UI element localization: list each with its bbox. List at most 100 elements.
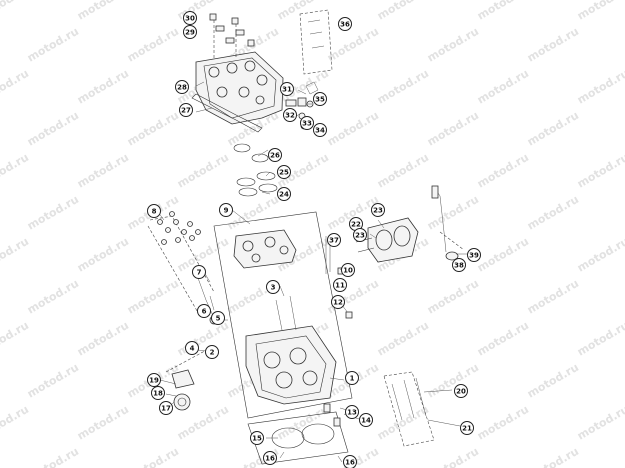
watermark-text: motod.ru: [225, 193, 281, 233]
watermark-text: motod.ru: [425, 361, 481, 401]
callout-number: 32: [285, 112, 295, 120]
callout-circle: [179, 103, 193, 117]
callout-circle: [268, 148, 282, 162]
watermark-text: motod.ru: [25, 361, 81, 401]
callout-33: 33: [300, 116, 314, 130]
callout-number: 10: [343, 267, 353, 275]
callout-number: 33: [302, 120, 312, 128]
watermark-text: motod.ru: [275, 0, 331, 23]
watermark-text: motod.ru: [375, 319, 431, 359]
callout-28: 28: [175, 80, 189, 94]
watermark-text: motod.ru: [0, 235, 31, 275]
watermark-text: motod.ru: [0, 151, 31, 191]
callout-31: 31: [280, 82, 294, 96]
watermark-text: motod.ru: [525, 25, 581, 65]
callout-circle: [250, 431, 264, 445]
watermark-text: motod.ru: [575, 319, 625, 359]
callout-number: 2: [210, 349, 215, 357]
callout-11: 11: [333, 278, 347, 292]
callout-number: 9: [224, 207, 229, 215]
callout-30: 30: [183, 11, 197, 25]
callout-29: 29: [183, 25, 197, 39]
callout-number: 21: [462, 425, 472, 433]
callout-circle: [277, 187, 291, 201]
callout-18: 18: [151, 386, 165, 400]
callout-number: 17: [161, 405, 171, 413]
watermark-text: motod.ru: [0, 319, 31, 359]
watermark-text: motod.ru: [175, 151, 231, 191]
callout-9: 9: [219, 203, 233, 217]
callout-circle: [277, 165, 291, 179]
watermark-text: motod.ru: [425, 445, 481, 468]
watermark-text: motod.ru: [375, 0, 431, 23]
watermark-text: motod.ru: [425, 277, 481, 317]
watermark-text: motod.ru: [475, 403, 531, 443]
callout-12: 12: [331, 295, 345, 309]
callout-3: 3: [266, 280, 280, 294]
callout-number: 39: [469, 252, 479, 260]
callout-circle: [300, 116, 314, 130]
callout-circle: [283, 108, 297, 122]
callout-number: 5: [216, 315, 221, 323]
callout-number: 31: [282, 86, 292, 94]
callout-24: 24: [277, 187, 291, 201]
callout-circle: [338, 17, 352, 31]
callout-circle: [359, 413, 373, 427]
callout-circle: [313, 92, 327, 106]
watermark-text: motod.ru: [525, 193, 581, 233]
callout-25: 25: [277, 165, 291, 179]
callout-number: 19: [149, 377, 159, 385]
callout-circle: [460, 421, 474, 435]
callout-number: 28: [177, 84, 187, 92]
callout-number: 8: [152, 208, 157, 216]
callout-circle: [353, 228, 367, 242]
callout-19: 19: [147, 373, 161, 387]
watermark-text: motod.ru: [25, 25, 81, 65]
watermark-text: motod.ru: [125, 277, 181, 317]
watermark-text: motod.ru: [575, 403, 625, 443]
watermark-text: motod.ru: [25, 277, 81, 317]
watermark-text: motod.ru: [275, 403, 331, 443]
callout-2: 2: [205, 345, 219, 359]
callout-number: 34: [315, 127, 325, 135]
callout-circle: [211, 311, 225, 325]
watermark-text: motod.ru: [425, 193, 481, 233]
intake-manifold: [355, 185, 465, 263]
callout-7: 7: [192, 265, 206, 279]
callout-circle: [371, 203, 385, 217]
watermark-text: motod.ru: [525, 445, 581, 468]
callout-16: 16: [343, 455, 357, 468]
callout-26: 26: [268, 148, 282, 162]
callout-number: 22: [351, 221, 361, 229]
callout-23: 23: [371, 203, 385, 217]
studs-and-dowels: [323, 371, 435, 447]
callout-circle: [313, 123, 327, 137]
watermark-text: motod.ru: [0, 403, 31, 443]
watermark-text: motod.ru: [75, 319, 131, 359]
callout-circle: [185, 341, 199, 355]
callout-17: 17: [159, 401, 173, 415]
callout-circle: [345, 371, 359, 385]
callout-circle: [151, 386, 165, 400]
callout-number: 4: [190, 345, 195, 353]
callout-circle: [175, 80, 189, 94]
callout-number: 13: [347, 409, 357, 417]
watermark-text: motod.ru: [575, 151, 625, 191]
callout-number: 7: [197, 269, 202, 277]
callout-35: 35: [313, 92, 327, 106]
callout-39: 39: [467, 248, 481, 262]
callout-number: 11: [335, 282, 345, 290]
watermark-text: motod.ru: [125, 445, 181, 468]
callout-number: 37: [329, 237, 339, 245]
callout-number: 20: [456, 388, 466, 396]
callout-20: 20: [454, 384, 468, 398]
callout-circle: [219, 203, 233, 217]
watermark-text: motod.ru: [475, 151, 531, 191]
callout-13: 13: [345, 405, 359, 419]
callout-number: 29: [185, 29, 195, 37]
watermark-text: motod.ru: [525, 109, 581, 149]
watermark-text: motod.ru: [25, 193, 81, 233]
watermark-text: motod.ru: [325, 25, 381, 65]
